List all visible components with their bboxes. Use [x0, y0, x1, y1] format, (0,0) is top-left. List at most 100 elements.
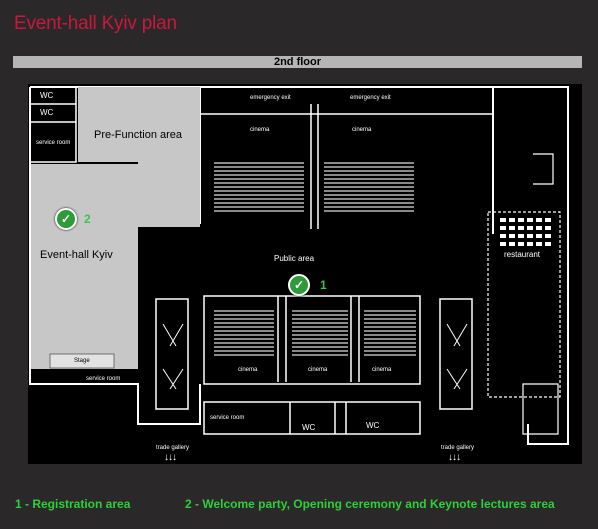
room-service-bottom: service room [210, 415, 245, 421]
room-wc-bottom-2: WC [366, 421, 380, 430]
wall-bottom-cinemas [203, 295, 421, 385]
restaurant-table [545, 234, 551, 238]
seat-row [324, 190, 414, 192]
seat-row [292, 314, 348, 316]
seat-row [364, 330, 416, 332]
floor-plan: WC WC service room Pre-Function area Eve… [28, 84, 582, 464]
seat-row [214, 338, 274, 340]
restaurant-table [545, 218, 551, 222]
room-pre-function: Pre-Function area [94, 129, 183, 141]
marker-number-2: 2 [84, 212, 91, 226]
restaurant-table [518, 242, 524, 246]
restaurant-table [545, 242, 551, 246]
seat-row [324, 174, 414, 176]
restaurant-table [518, 234, 524, 238]
room-stage: Stage [74, 358, 90, 364]
seat-row [214, 206, 304, 208]
seat-row [214, 186, 304, 188]
wall-outline-right [493, 86, 569, 445]
restaurant-table [500, 226, 506, 230]
room-service-bottom-left: service room [86, 376, 121, 382]
trade-gallery-right-outline [439, 298, 473, 410]
seat-row [364, 334, 416, 336]
arrow-down-icon: ↓↓↓ [448, 452, 461, 463]
restaurant-table [509, 218, 515, 222]
restaurant-table [509, 234, 515, 238]
seat-row [214, 318, 274, 320]
floor-label: 2nd floor [13, 56, 582, 68]
seat-row [214, 330, 274, 332]
seat-row [214, 190, 304, 192]
wall-center-divider [310, 104, 319, 229]
seat-row [364, 322, 416, 324]
seat-row [324, 186, 414, 188]
restaurant-table [536, 242, 542, 246]
check-icon: ✓ [288, 274, 310, 296]
room-event-hall: Event-hall Kyiv [40, 249, 113, 261]
seat-row [364, 342, 416, 344]
seat-row [214, 346, 274, 348]
seat-row [214, 350, 274, 352]
seat-row [324, 178, 414, 180]
room-wc-top: WC [40, 91, 54, 100]
seat-row [214, 194, 304, 196]
seat-row [324, 194, 414, 196]
seat-row [214, 342, 274, 344]
seat-row [292, 322, 348, 324]
seat-row [292, 310, 348, 312]
room-cinema-top-left: cinema [250, 127, 270, 133]
seat-row [324, 206, 414, 208]
legend-welcome-party: 2 - Welcome party, Opening ceremony and … [185, 497, 555, 511]
restaurant-table [536, 234, 542, 238]
seat-row [364, 314, 416, 316]
seat-row [292, 318, 348, 320]
seat-row [364, 310, 416, 312]
room-cinema-bottom-3: cinema [372, 367, 392, 373]
seat-row [214, 170, 304, 172]
seat-row [214, 326, 274, 328]
seat-row [324, 170, 414, 172]
seat-row [214, 310, 274, 312]
seat-row [214, 354, 274, 356]
seat-row [292, 350, 348, 352]
seat-row [324, 182, 414, 184]
trade-gallery-right-label: trade gallery [441, 445, 475, 451]
check-icon: ✓ [55, 208, 77, 230]
seat-row [292, 338, 348, 340]
restaurant-table [518, 226, 524, 230]
legend-registration: 1 - Registration area [15, 497, 131, 511]
restaurant-table [500, 234, 506, 238]
room-wc-bottom-1: WC [302, 423, 316, 432]
room-cinema-top-right: cinema [352, 127, 372, 133]
restaurant-table [509, 226, 515, 230]
room-wc-second: WC [40, 108, 54, 117]
seat-row [292, 334, 348, 336]
room-cinema-bottom-1: cinema [238, 367, 258, 373]
floor-plan-drawing [29, 86, 569, 445]
restaurant-table [545, 226, 551, 230]
seat-row [364, 354, 416, 356]
seat-row [214, 322, 274, 324]
restaurant-table [527, 218, 533, 222]
restaurant-table [518, 218, 524, 222]
stage-block [49, 353, 115, 369]
trade-gallery-left-label: trade gallery [156, 445, 190, 451]
restaurant-table [527, 242, 533, 246]
public-area-label: Public area [274, 254, 315, 263]
event-hall-area [31, 164, 138, 369]
seat-row [324, 198, 414, 200]
seat-row [214, 162, 304, 164]
seat-row [324, 202, 414, 204]
seat-row [214, 202, 304, 204]
seat-row [214, 174, 304, 176]
seat-row [292, 354, 348, 356]
seat-row [324, 166, 414, 168]
restaurant-table [536, 226, 542, 230]
restaurant-table [500, 242, 506, 246]
page-title: Event-hall Kyiv plan [14, 13, 177, 34]
seat-row [364, 346, 416, 348]
seat-row [324, 210, 414, 212]
room-service-left: service room [36, 140, 71, 146]
seat-row [214, 314, 274, 316]
arrow-down-icon: ↓↓↓ [164, 452, 177, 463]
